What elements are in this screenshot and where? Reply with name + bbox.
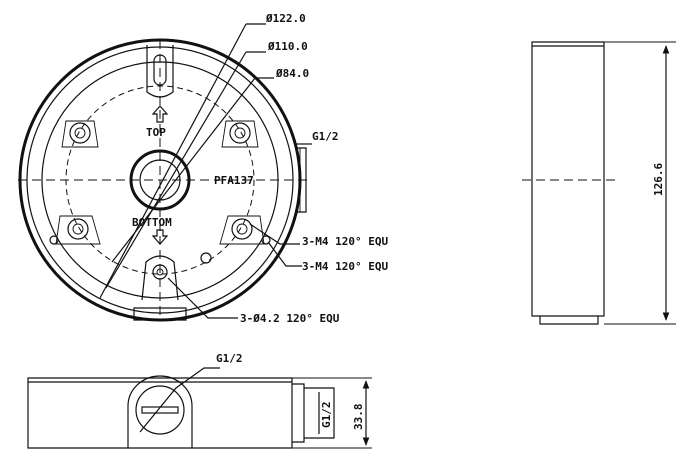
boss-lower-left-hole [72,223,84,235]
bottom-side-boss [292,383,305,443]
bottom-port [127,375,193,448]
leader-mount-b [267,241,302,267]
side-body [531,41,605,317]
boss-upper-right-hole [234,127,246,139]
mount-holes-a: 3-M4 120° EQU [302,235,388,248]
small-hole-right [261,235,271,245]
leader-dia-middle [105,51,247,289]
side-foot [539,316,599,325]
boss-upper-left [69,122,91,144]
side-view: 126.6 [522,41,676,325]
bottom-arrow-icon [151,229,169,245]
leader-bottom-port [139,367,220,433]
small-hole-left [49,235,59,245]
top-arrow-icon [151,105,169,123]
port-thread-label: G1/2 [312,130,339,143]
leader-mount-c [167,277,238,319]
boss-lower-right-frame [219,215,265,245]
bottom-foot [133,307,187,321]
boss-upper-left-hole [74,127,86,139]
bottom-view: 33.8 G1/2 G1/2 [27,352,372,449]
bottom-port-circle [135,385,185,435]
mount-holes-c: 3-Ø4.2 120° EQU [240,312,340,325]
side-height-dim: 126.6 [652,163,665,196]
bottom-port-thread-label: G1/2 [216,352,243,365]
boss-lower-left [67,218,89,240]
dim-outer-diameter: Ø122.0 [265,12,306,25]
dim-inner-diameter: Ø84.0 [275,67,309,80]
side-port-thread-label: G1/2 [320,402,333,429]
bottom-side-port [304,387,335,439]
boss-upper-right [229,122,251,144]
boss-lower-right [231,218,253,240]
boss-upper-right-frame [221,120,259,148]
dim-middle-diameter: Ø110.0 [267,40,308,53]
boss-upper-left-frame [61,120,99,148]
model-label: PFA137 [214,174,254,187]
leader-dia-inner [111,77,256,263]
top-marker: TOP [146,126,166,139]
small-hole-bottom [200,252,212,264]
leader-dia-outer [99,23,247,299]
front-view: TOP BOTTOM PFA137 Ø122.0 Ø110.0 Ø84.0 G1… [18,12,388,325]
mount-holes-b: 3-M4 120° EQU [302,260,388,273]
boss-lower-right-hole [236,223,248,235]
leader-mount-a [249,223,300,245]
boss-lower-left-frame [55,215,101,245]
bottom-depth-dim: 33.8 [352,404,365,431]
